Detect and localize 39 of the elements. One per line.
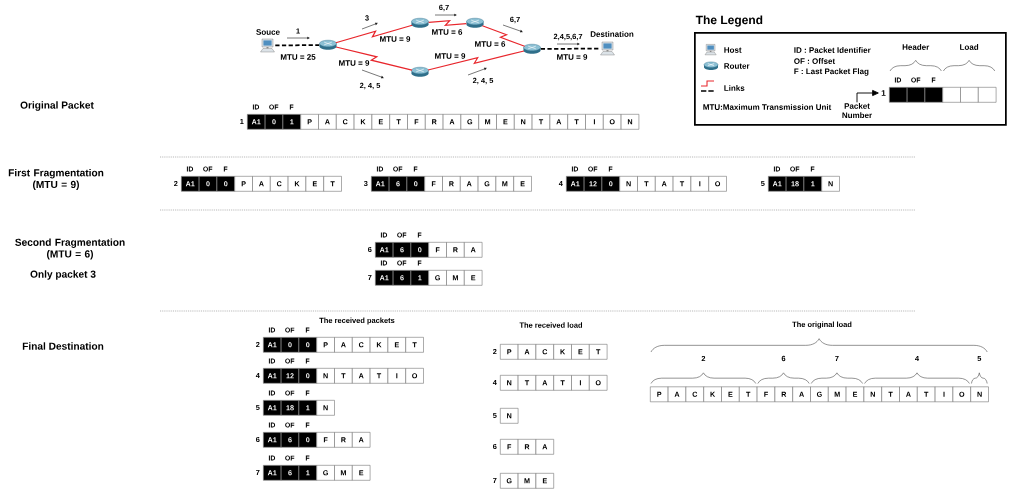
section-title: Only packet 3 (30, 270, 96, 280)
edge-label: MTU = 9 (433, 52, 467, 60)
section-title: Original Packet (20, 101, 94, 111)
router-icon (466, 18, 484, 28)
edge-label: MTU = 6 (473, 40, 507, 48)
brace-label: Load (960, 44, 979, 50)
link-line (427, 50, 525, 71)
link-line (481, 25, 526, 47)
definition-text: ID : Packet Identifier (794, 47, 871, 53)
section-title: Second Fragmentation (MTU = 6) (15, 238, 125, 260)
edge-label: MTU = 9 (337, 59, 371, 67)
edge-label: MTU = 9 (555, 53, 589, 61)
router-icon (411, 18, 429, 28)
packet-number: 1 (881, 90, 886, 96)
edge-label: MTU = 25 (279, 53, 317, 61)
section-title: Final Destination (22, 342, 104, 350)
router-icon (411, 67, 429, 77)
legend-text: Router (724, 63, 750, 69)
router-icon (319, 40, 337, 50)
router-icon (523, 44, 541, 54)
definition-text: MTU:Maximum Transmission Unit (703, 104, 832, 110)
edge-label: MTU = 9 (378, 35, 412, 43)
link-line (335, 46, 413, 71)
leader-arrow (856, 89, 879, 103)
legend-title: The Legend (695, 15, 763, 27)
section-title: First Fragmentation (MTU = 9) (8, 168, 104, 191)
edge-label: MTU = 6 (430, 28, 464, 36)
host-label: Souce (256, 29, 280, 35)
legend-text: Host (724, 47, 742, 53)
brace-label: Header (902, 44, 930, 50)
link-line (274, 44, 321, 47)
link-line (539, 47, 601, 50)
definition-text: OF : Offset (794, 58, 836, 64)
link-line (428, 19, 467, 27)
host-label: Destination (590, 31, 634, 37)
caption-text: Packet Number (842, 102, 872, 119)
definition-text: F : Last Packet Flag (794, 68, 869, 76)
link-line (335, 24, 413, 44)
legend-text: Links (724, 85, 745, 91)
